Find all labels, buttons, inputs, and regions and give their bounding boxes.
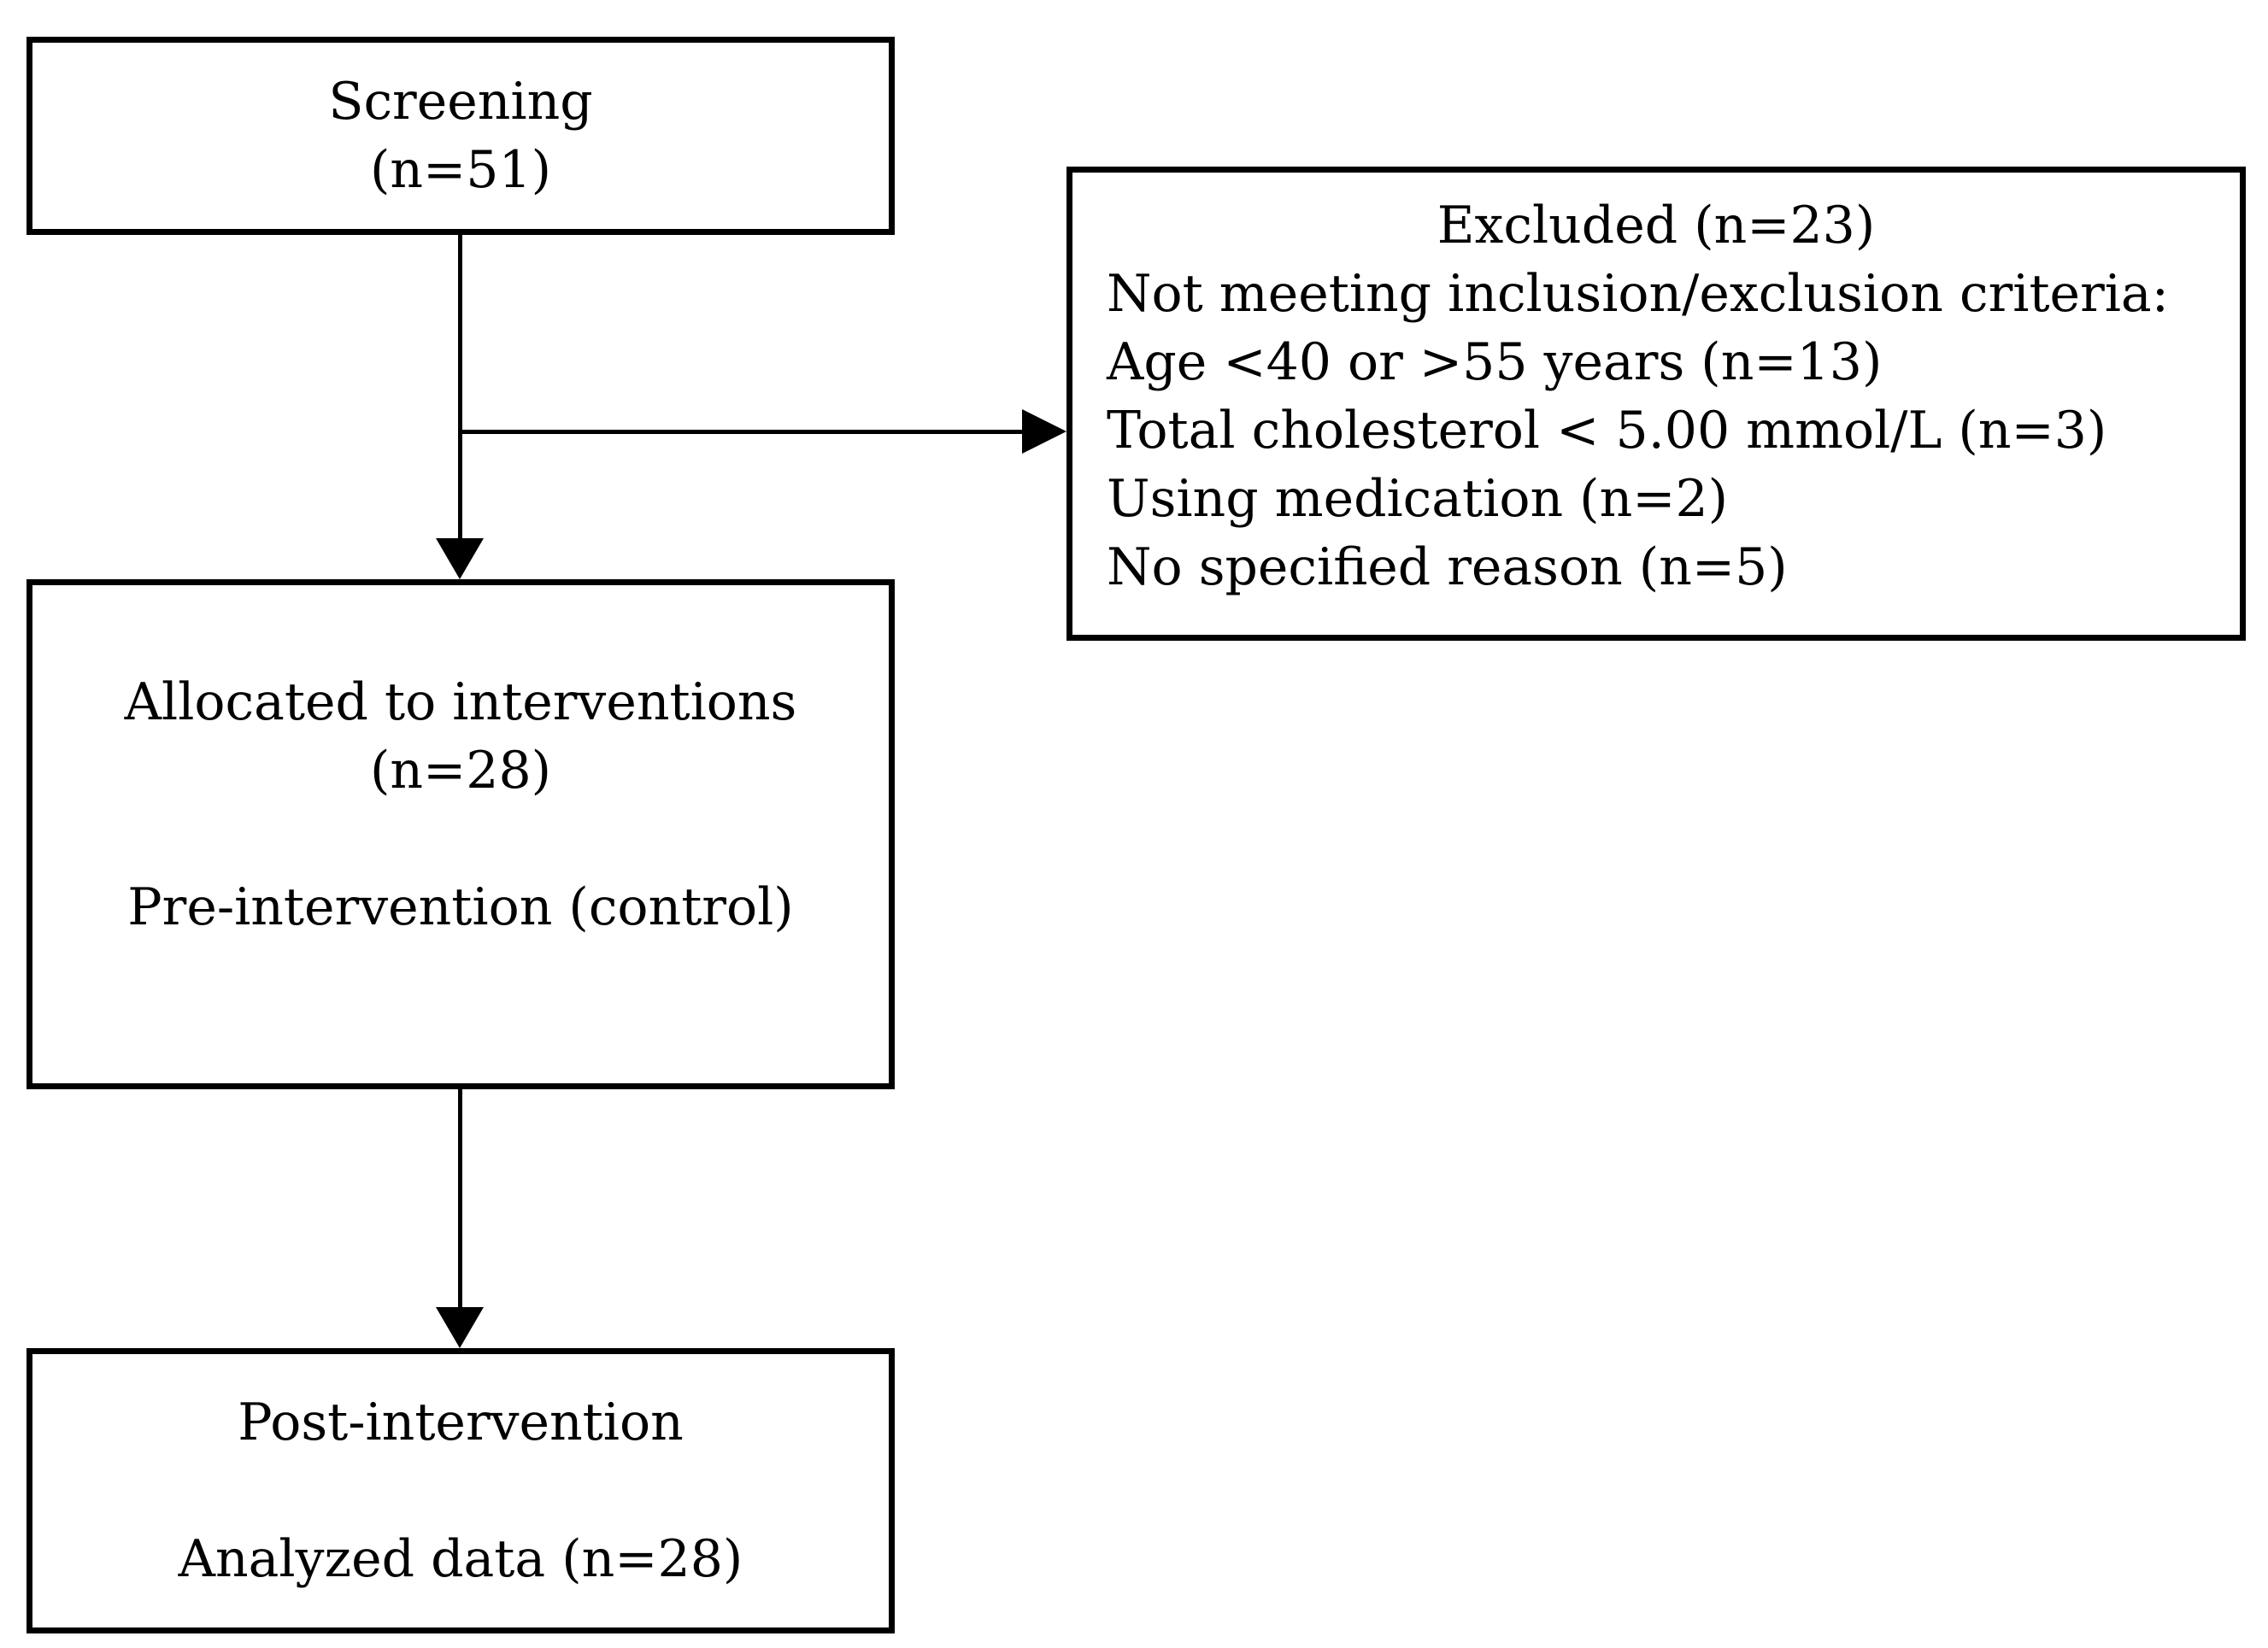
screening-count: (n=51): [369, 140, 552, 200]
allocated-label: Allocated to interventions: [124, 672, 797, 732]
arrowhead-down-icon: [436, 1307, 484, 1348]
excluded-reason-medication: Using medication (n=2): [1107, 469, 1729, 529]
excluded-reason-age: Age <40 or >55 years (n=13): [1107, 332, 1883, 392]
screening-box: Screening (n=51): [26, 37, 895, 235]
connector-to-excluded: [460, 430, 1024, 434]
excluded-reason-cholesterol: Total cholesterol < 5.00 mmol/L (n=3): [1107, 401, 2107, 460]
allocated-box: Allocated to interventions (n=28) Pre-in…: [26, 579, 895, 1089]
post-spacer: [32, 1457, 889, 1525]
excluded-reasons-header: Not meeting inclusion/exclusion criteria…: [1107, 264, 2169, 324]
allocated-spacer: [32, 805, 889, 873]
analyzed-data-label: Analyzed data (n=28): [178, 1529, 743, 1589]
excluded-title: Excluded (n=23): [1437, 196, 1876, 255]
post-intervention-label: Post-intervention: [238, 1393, 684, 1452]
screening-label: Screening: [328, 72, 593, 132]
pre-intervention-label: Pre-intervention (control): [127, 877, 794, 937]
arrowhead-right-icon: [1022, 409, 1066, 454]
connector-screening-to-allocated: [458, 235, 462, 540]
excluded-reason-unspecified: No specified reason (n=5): [1107, 537, 1788, 597]
allocated-count: (n=28): [369, 740, 552, 801]
post-intervention-box: Post-intervention Analyzed data (n=28): [26, 1348, 895, 1633]
excluded-box: Excluded (n=23) Not meeting inclusion/ex…: [1066, 167, 2246, 641]
connector-allocated-to-post: [458, 1089, 462, 1309]
arrowhead-down-icon: [436, 538, 484, 579]
